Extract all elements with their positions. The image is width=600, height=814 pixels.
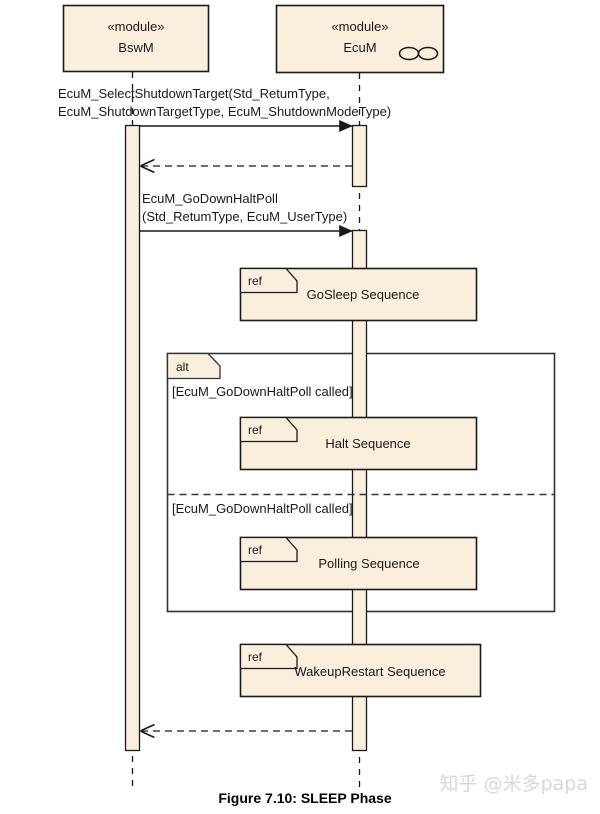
message-label-line-1: EcuM_SelectShutdownTarget(Std_RetumType, (58, 86, 330, 101)
ref-fragment-halt[interactable]: ref Halt Sequence (239, 416, 478, 471)
ref-fragment-tab (239, 416, 298, 443)
lifeline-header-bswm[interactable]: «module» BswM (62, 4, 210, 73)
alt-fragment-contents: alt [EcuM_GoDownHaltPoll called] [EcuM_G… (166, 352, 555, 516)
lifeline-box-ecum (275, 4, 445, 74)
alt-fragment-tab-label: alt (176, 360, 189, 374)
activation-bar-ecum-godownhaltpoll (351, 229, 368, 752)
message-godownhaltpoll[interactable]: EcuM_GoDownHaltPoll (Std_RetumType, EcuM… (140, 191, 353, 237)
lifeline-name-bswm: BswM (118, 40, 153, 55)
lifeline-box-bswm (62, 4, 210, 73)
lifeline-header-ecum[interactable]: «module» EcuM (275, 4, 445, 74)
message-label-line-1: EcuM_GoDownHaltPoll (142, 191, 278, 206)
activation-bars (124, 124, 368, 752)
ref-fragment-wakeuprestart[interactable]: ref WakeupRestart Sequence (239, 643, 482, 698)
ref-fragment-tab (239, 267, 298, 294)
activation-bar-bswm (124, 124, 141, 752)
lifeline-stereotype-ecum: «module» (331, 19, 388, 34)
ref-fragment-tab-label: ref (248, 543, 263, 557)
alt-operand-2-guard: [EcuM_GoDownHaltPoll called] (172, 501, 353, 516)
provided-interface-lollipop-icon (398, 46, 439, 61)
message-select-shutdown-target[interactable]: EcuM_SelectShutdownTarget(Std_RetumType,… (58, 86, 391, 132)
ref-fragment-tab (239, 643, 298, 670)
activation-bar-ecum-select (351, 124, 368, 188)
alt-fragment-tab (166, 352, 221, 380)
ref-fragment-label: WakeupRestart Sequence (294, 664, 445, 679)
ref-fragment-label: Halt Sequence (325, 436, 410, 451)
watermark: 知乎 @米多papa (440, 773, 588, 795)
ref-fragment-tab-label: ref (248, 274, 263, 288)
ref-fragment-tab-label: ref (248, 423, 263, 437)
ref-fragment-tab (239, 536, 298, 563)
ref-fragment-label: GoSleep Sequence (307, 287, 420, 302)
message-label-line-2: EcuM_ShutdownTargetType, EcuM_ShutdownMo… (58, 104, 391, 119)
ref-fragment-tab-label: ref (248, 650, 263, 664)
figure-caption: Figure 7.10: SLEEP Phase (218, 790, 391, 806)
ref-fragment-gosleep[interactable]: ref GoSleep Sequence (239, 267, 478, 322)
lifeline-stereotype-bswm: «module» (107, 19, 164, 34)
message-label-line-2: (Std_RetumType, EcuM_UserType) (142, 209, 347, 224)
lifeline-name-ecum: EcuM (343, 40, 376, 55)
ref-fragment-polling[interactable]: ref Polling Sequence (239, 536, 478, 591)
alt-operand-1-guard: [EcuM_GoDownHaltPoll called] (172, 384, 353, 399)
ref-fragment-label: Polling Sequence (318, 556, 419, 571)
